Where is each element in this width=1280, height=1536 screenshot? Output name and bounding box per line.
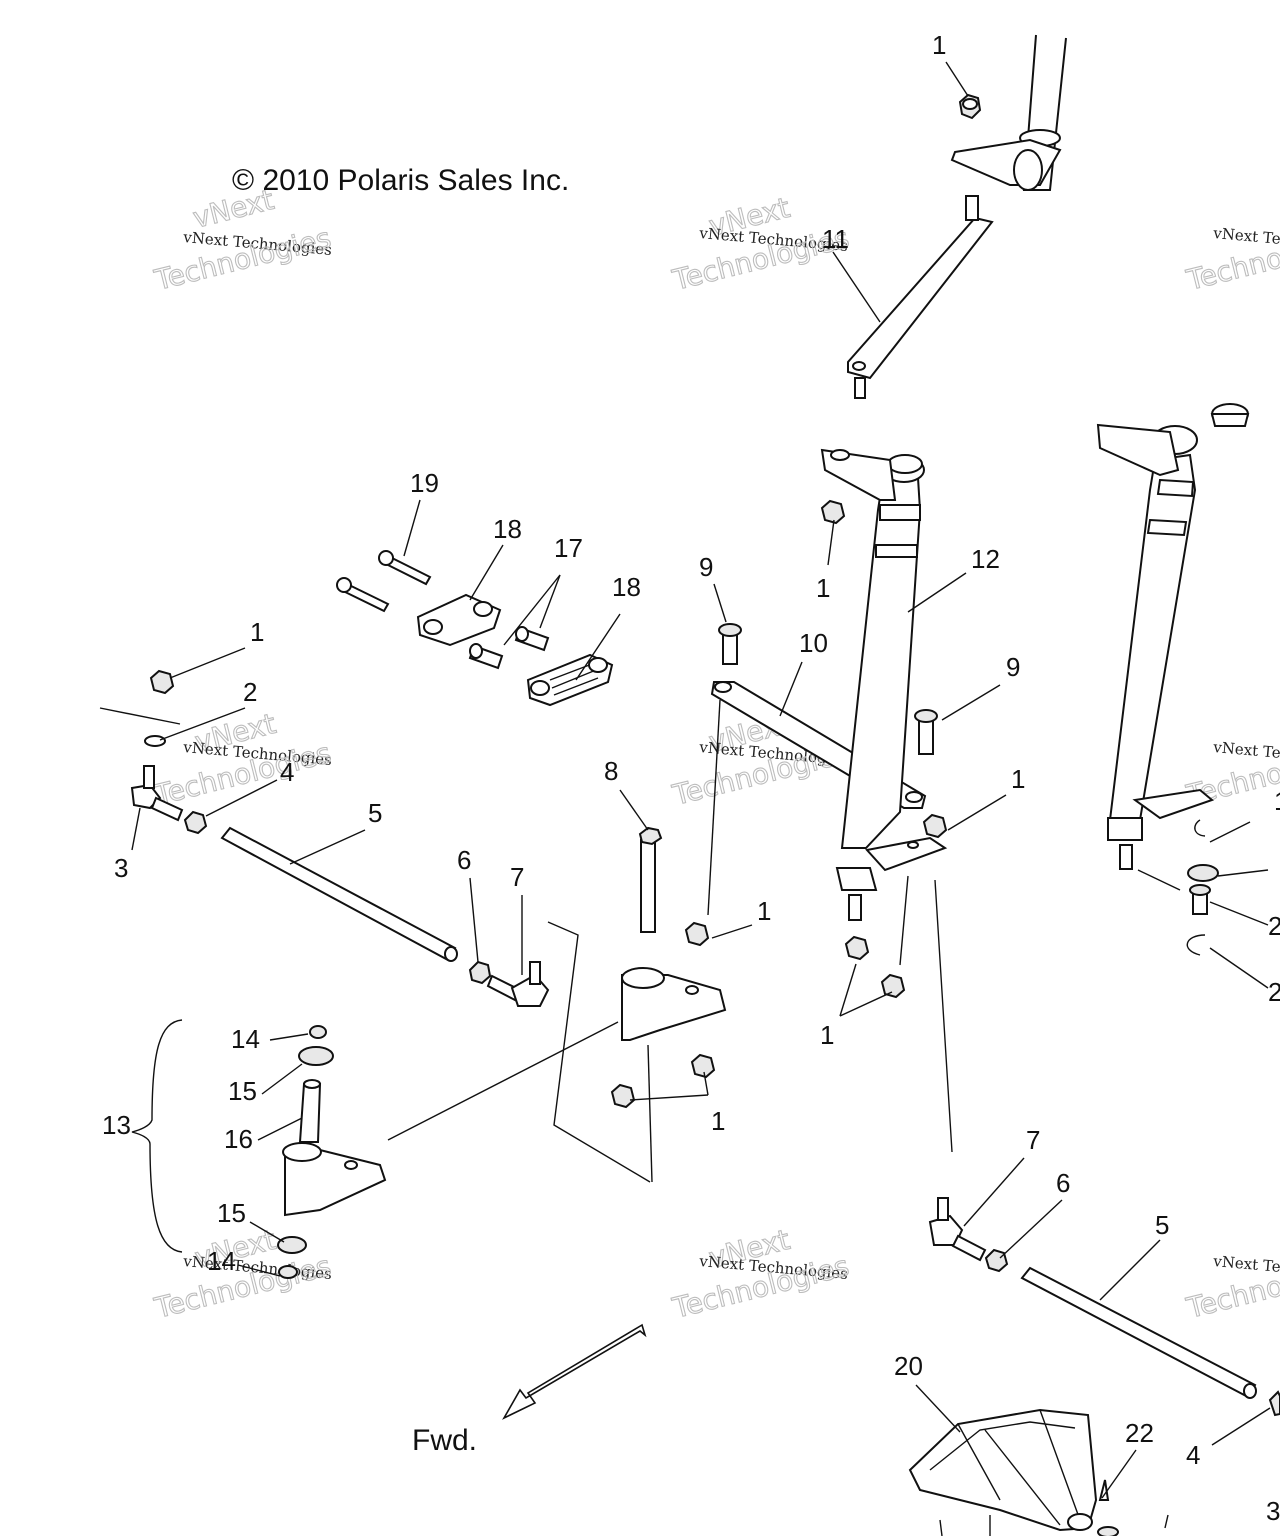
bolt-19-b	[336, 577, 390, 613]
jam-nut-4-right	[1268, 1390, 1280, 1417]
idler-arm	[621, 967, 727, 1041]
callout-3: 3	[114, 853, 128, 883]
bushing-17-b	[514, 626, 550, 652]
callout-1: 1	[711, 1106, 725, 1136]
washer-2	[144, 735, 166, 747]
watermark-8: vNext vNext Technologies Technologies	[668, 1222, 853, 1325]
callout-19: 19	[410, 468, 439, 498]
sleeve-16	[298, 1079, 322, 1143]
callout-3: 3	[1266, 1496, 1280, 1526]
callout-6: 6	[457, 845, 471, 875]
bushing-17-a	[468, 643, 504, 670]
washer-15-a	[298, 1046, 334, 1066]
nut-1-c	[690, 1053, 716, 1079]
callout-15: 15	[228, 1076, 257, 1106]
callout-5: 5	[368, 798, 382, 828]
callout-18: 18	[493, 514, 522, 544]
bolt-9-b	[914, 709, 938, 755]
callout-1: 1	[250, 617, 264, 647]
callout-4: 4	[280, 757, 294, 787]
callout-labels: 1 11 19 18 17 18 9 10 12 1 9 1 1 2 4 3 5…	[102, 30, 1280, 1526]
tie-rod-end-7-left	[486, 961, 550, 1007]
callout-6: 6	[1056, 1168, 1070, 1198]
callout-13: 13	[102, 1110, 131, 1140]
tie-rod-end-7-right	[928, 1197, 987, 1262]
callout-2: 2	[243, 677, 257, 707]
callout-20: 20	[894, 1351, 923, 1381]
idler-bracket	[282, 1142, 387, 1217]
callout-1: 1	[816, 573, 830, 603]
callout-14: 14	[207, 1246, 236, 1276]
bracket-18-b	[526, 653, 614, 707]
bolt-9-a	[718, 623, 742, 665]
tie-rod-end-3	[130, 765, 184, 822]
leader-lines	[99, 61, 1271, 1499]
cap-plug-right	[1210, 403, 1250, 427]
nut-1-d	[610, 1083, 636, 1109]
callout-5: 5	[1155, 1210, 1169, 1240]
nut-1-f	[922, 813, 948, 839]
steering-post	[820, 448, 948, 921]
watermark-1: vNext vNext Technologies Technologies	[150, 182, 335, 297]
pitman-arm	[847, 195, 994, 399]
gear-housing-20	[908, 1408, 1169, 1536]
callout-12: 12	[971, 544, 1000, 574]
callout-2: 2	[1268, 977, 1280, 1007]
nut-14-a	[309, 1025, 327, 1039]
tie-rod-tube-5-right	[1020, 1266, 1257, 1399]
upper-steering-column	[950, 34, 1067, 191]
callout-18: 18	[612, 572, 641, 602]
watermark-3: vNext Technologies Technologies	[1182, 221, 1280, 298]
nut-1-e	[820, 499, 846, 525]
callout-1: 1	[820, 1020, 834, 1050]
callout-22: 22	[1125, 1418, 1154, 1448]
tie-rod-tube-5-left	[220, 826, 458, 962]
callout-7: 7	[510, 862, 524, 892]
callout-14: 14	[231, 1024, 260, 1054]
watermark-4: vNext vNext Technologies Technologies	[150, 706, 335, 812]
callout-9: 9	[1006, 652, 1020, 682]
callout-1: 1	[932, 30, 946, 60]
callout-1: 1	[1274, 786, 1280, 816]
nut-1-b	[684, 921, 710, 947]
watermark-7: vNext vNext Technologies Technologies	[150, 1222, 335, 1325]
callout-15: 15	[217, 1198, 246, 1228]
callout-9: 9	[699, 552, 713, 582]
copyright-notice: © 2010 Polaris Sales Inc.	[232, 164, 569, 197]
bolt-19-a	[378, 550, 432, 586]
right-side-small-parts	[1186, 819, 1219, 956]
jam-nut-6-right	[984, 1248, 1009, 1273]
nut-1-h	[880, 973, 906, 999]
jam-nut-6-left	[468, 960, 492, 985]
nut-top	[958, 93, 982, 120]
callout-2: 2	[1268, 911, 1280, 941]
right-steering-column	[1096, 423, 1215, 870]
forward-arrow-icon	[502, 1323, 647, 1420]
bracket-13-assembly	[131, 1019, 183, 1253]
bracket-18-a	[416, 593, 502, 647]
callout-7: 7	[1026, 1125, 1040, 1155]
nut-14-b	[278, 1265, 298, 1279]
watermark-9: vNext Technologies Technologies	[1182, 1249, 1280, 1326]
callout-10: 10	[799, 628, 828, 658]
jam-nut-4-left	[183, 810, 208, 835]
callout-17: 17	[554, 533, 583, 563]
washer-15-b	[277, 1236, 307, 1254]
callout-8: 8	[604, 756, 618, 786]
callout-1: 1	[757, 896, 771, 926]
forward-direction-label: Fwd.	[412, 1424, 477, 1457]
nut-1-a	[149, 669, 175, 695]
callout-11: 11	[822, 224, 849, 254]
callout-1: 1	[1011, 764, 1025, 794]
callout-16: 16	[224, 1124, 253, 1154]
nut-1-g	[844, 935, 870, 961]
bolt-8	[638, 826, 663, 933]
callout-4: 4	[1186, 1440, 1200, 1470]
